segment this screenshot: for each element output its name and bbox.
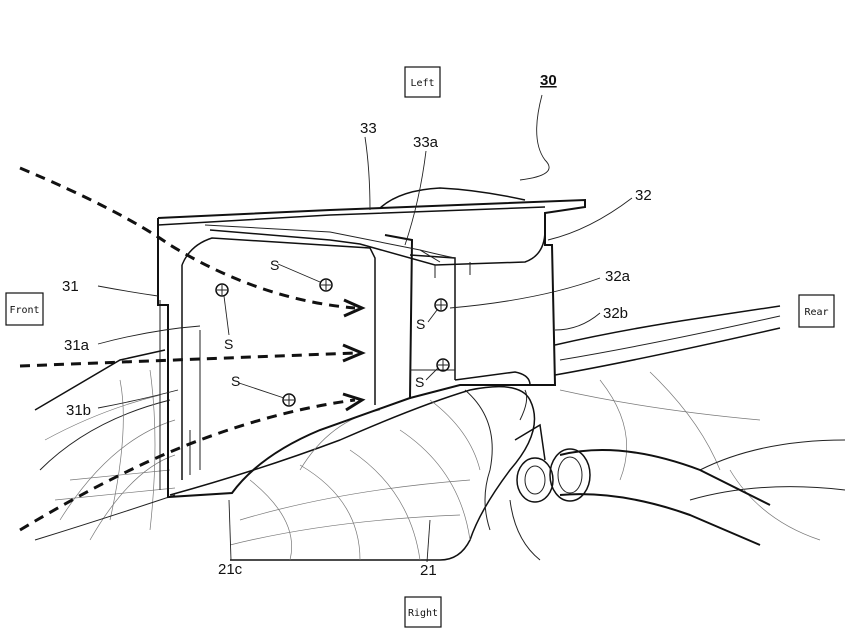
label-31a: 31a	[64, 337, 90, 354]
screw-fastener	[215, 283, 229, 297]
label-screw: S	[415, 374, 424, 390]
label-32a: 32a	[605, 268, 631, 285]
label-30: 30	[540, 72, 557, 89]
airflow-lower-head	[342, 392, 366, 412]
direction-left-box: Left	[404, 66, 441, 98]
screw-fastener	[319, 278, 333, 292]
airflow-middle	[19, 351, 356, 368]
direction-right-box: Right	[404, 596, 442, 628]
rear-panel-sketch	[554, 305, 846, 541]
label-32b: 32b	[603, 305, 628, 322]
screw-fastener	[282, 393, 296, 407]
label-32: 32	[635, 187, 652, 204]
airflow-upper-head	[343, 298, 366, 318]
label-33a: 33a	[413, 134, 439, 151]
airflow-lower	[19, 398, 356, 532]
label-33: 33	[360, 120, 377, 137]
label-screw: S	[224, 336, 233, 352]
label-screw: S	[231, 373, 240, 389]
label-31: 31	[62, 278, 79, 295]
direction-rear-label: Rear	[804, 307, 828, 318]
direction-rear-box: Rear	[798, 294, 835, 328]
part-32-rear-duct	[409, 222, 557, 399]
part-21-tank-sketch	[169, 385, 536, 561]
part-33-top-cover	[157, 187, 586, 278]
part-31-front-duct	[157, 218, 414, 499]
label-21c: 21c	[218, 561, 243, 578]
direction-front-label: Front	[9, 305, 39, 316]
label-31b: 31b	[66, 402, 91, 419]
label-21: 21	[420, 562, 437, 579]
leader-lines	[97, 94, 633, 563]
direction-right-label: Right	[408, 608, 438, 619]
airflow-middle-head	[342, 343, 366, 363]
direction-left-label: Left	[410, 78, 434, 89]
screws	[215, 278, 450, 407]
label-screw: S	[416, 316, 425, 332]
direction-front-box: Front	[5, 292, 44, 326]
airflow-upper	[19, 166, 356, 310]
label-screw: S	[270, 257, 279, 273]
handlebar-sketch	[509, 389, 771, 561]
airflow-arrows	[19, 166, 366, 532]
vehicle-body-sketch	[34, 300, 176, 541]
screw-fastener	[436, 358, 450, 372]
screw-fastener	[434, 298, 448, 312]
reference-labels: 30 33 33a 32 32a 32b 31 31a 31b 21c 21 S…	[62, 72, 652, 579]
